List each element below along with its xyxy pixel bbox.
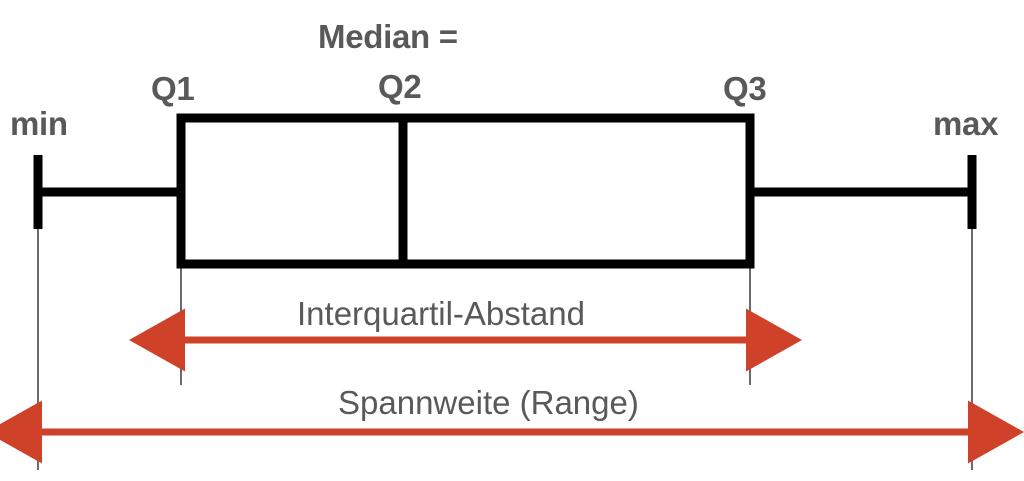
whisker-caps xyxy=(33,155,977,229)
label-q3: Q3 xyxy=(723,70,767,107)
iqr-box xyxy=(176,113,755,269)
label-range: Spannweite (Range) xyxy=(338,384,639,421)
label-q2: Q2 xyxy=(378,68,422,105)
label-max: max xyxy=(933,105,999,142)
label-interquartile-range: Interquartil-Abstand xyxy=(297,295,585,332)
label-q1: Q1 xyxy=(151,70,195,107)
label-min: min xyxy=(10,105,68,142)
label-median: Median = xyxy=(318,18,458,55)
